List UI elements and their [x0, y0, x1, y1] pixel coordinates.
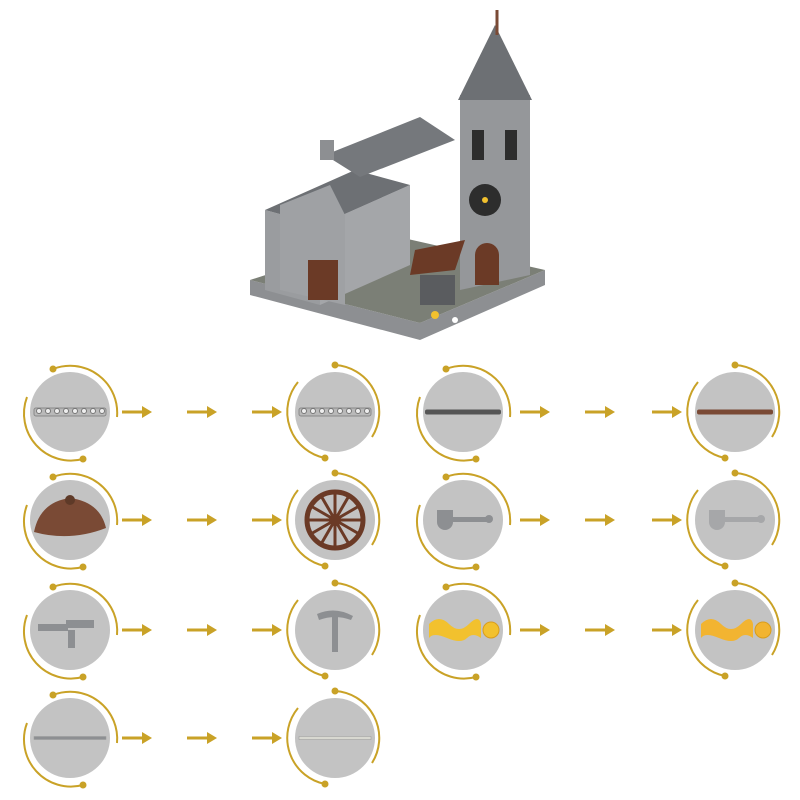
flag-wave-yellow-alt-icon: [701, 619, 772, 641]
arrow-right-icon: [585, 623, 617, 637]
replacement-part: [280, 683, 390, 793]
church-model-image: [240, 5, 570, 360]
replacement-part: [280, 465, 390, 575]
flag-wave-yellow-icon: [429, 619, 500, 641]
bar-thin-gray-icon: [33, 736, 107, 740]
dome-brown-icon: [34, 495, 106, 537]
arrow-right-icon: [187, 731, 219, 745]
arrow-right-icon: [187, 405, 219, 419]
plate-1x8-rail-alt-icon: [298, 407, 372, 417]
arrow-right-icon: [187, 513, 219, 527]
bar-long-dark-icon: [425, 409, 501, 415]
cup-handle-icon: [437, 510, 493, 530]
source-part: [408, 465, 518, 575]
arrow-right-icon: [252, 731, 284, 745]
bar-thin-light-icon: [298, 736, 372, 740]
source-part: [15, 575, 125, 685]
arrow-right-icon: [585, 405, 617, 419]
arrow-right-icon: [520, 623, 552, 637]
arrow-right-icon: [652, 405, 684, 419]
arrow-right-icon: [585, 513, 617, 527]
cup-handle-alt-icon: [709, 510, 765, 530]
pickaxe-icon: [317, 610, 353, 652]
replacement-part: [280, 575, 390, 685]
arrow-right-icon: [122, 731, 154, 745]
bar-long-brown-icon: [697, 409, 773, 415]
bar-clip-icon: [38, 620, 94, 648]
replacement-part: [280, 357, 390, 467]
source-part: [408, 357, 518, 467]
source-part: [15, 683, 125, 793]
arrow-right-icon: [652, 623, 684, 637]
wagon-wheel-icon: [304, 489, 366, 551]
plate-1x8-rail-icon: [33, 407, 107, 417]
arrow-right-icon: [520, 405, 552, 419]
arrow-right-icon: [252, 623, 284, 637]
source-part: [15, 465, 125, 575]
arrow-right-icon: [122, 513, 154, 527]
arrow-right-icon: [122, 623, 154, 637]
replacement-part: [680, 575, 790, 685]
arrow-right-icon: [520, 513, 552, 527]
arrow-right-icon: [252, 405, 284, 419]
source-part: [408, 575, 518, 685]
arrow-right-icon: [187, 623, 219, 637]
replacement-part: [680, 465, 790, 575]
source-part: [15, 357, 125, 467]
arrow-right-icon: [252, 513, 284, 527]
arrow-right-icon: [652, 513, 684, 527]
arrow-right-icon: [122, 405, 154, 419]
replacement-part: [680, 357, 790, 467]
